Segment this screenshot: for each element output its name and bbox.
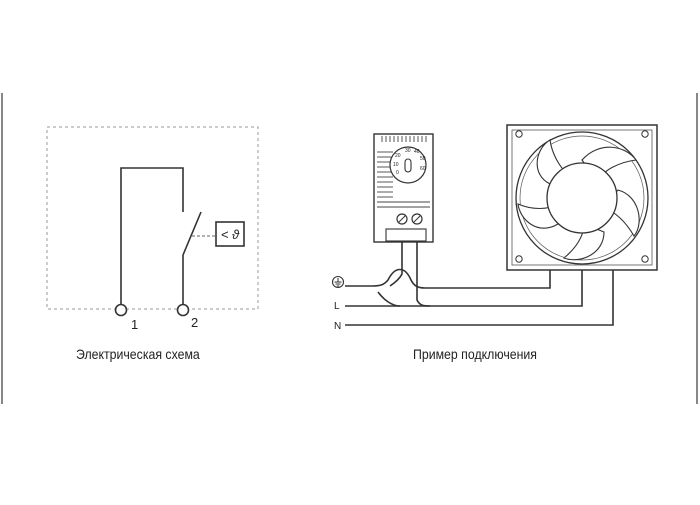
terminal-1-label: 1 [131,317,138,332]
ground-terminal [331,275,345,289]
thermostat-lead-1-join [377,291,401,307]
enclosure-dashed-box [46,126,259,310]
dial-mark-10: 10 [393,162,399,168]
dial-knob [404,158,412,173]
fan-mount-hole-bl [515,255,523,263]
dial-mark-20: 20 [395,153,401,159]
electrical-schematic: < ϑ 1 2 [46,126,259,332]
line-N-label: N [334,321,341,332]
ground-wire [345,268,551,289]
thermostat-side-ribs [377,151,430,208]
neutral-wire [345,270,614,326]
dial-mark-30: 30 [405,148,411,154]
fan-frame-inner [511,129,653,266]
fan-mount-hole-tl [515,130,523,138]
dial-mark-60: 60 [420,166,426,172]
thermostat-terminal-block [385,228,427,242]
thermostat-top-ribs [381,136,427,142]
dial-mark-40: 40 [414,149,420,155]
schematic-caption: Электрическая схема [76,346,200,362]
connection-example: 30 40 50 20 60 10 0 [331,124,658,332]
sensor-symbol: < ϑ [221,227,240,242]
fan-shroud-inner [519,135,645,261]
dial-mark-50: 50 [420,156,426,162]
fan-device [506,124,658,271]
switch-blade [182,211,202,256]
line-L-label: L [334,301,340,312]
temperature-sensor-box [215,221,245,247]
thermostat-lead-1 [389,241,403,287]
conductor-terminal-1 [120,167,184,304]
fan-shroud [515,131,649,265]
terminal-1 [114,303,128,317]
thermostat-lead-2 [416,241,431,307]
dial-mark-0: 0 [396,170,399,176]
terminal-2 [176,303,190,317]
wiring [345,241,614,326]
fan-mount-hole-br [641,255,649,263]
connection-caption: Пример подключения [413,346,537,362]
fan-mount-hole-tr [641,130,649,138]
terminal-2-label: 2 [191,315,198,330]
thermostat-device: 30 40 50 20 60 10 0 [373,133,434,243]
fan-hub [546,162,618,234]
